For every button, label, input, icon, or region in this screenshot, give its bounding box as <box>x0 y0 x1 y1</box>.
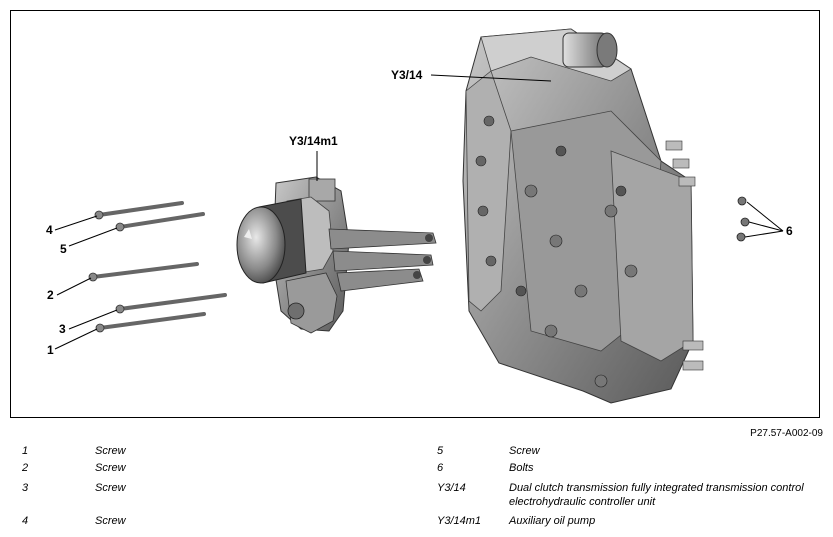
callout-1: 1 <box>47 343 54 357</box>
callout-y3-14m1: Y3/14m1 <box>289 134 338 148</box>
legend-desc: Screw <box>95 482 126 494</box>
screw-1 <box>95 312 206 333</box>
legend-desc: Screw <box>509 445 540 457</box>
bolts-6 <box>736 196 750 242</box>
controller-unit-drawing <box>462 28 704 404</box>
legend-key: Y3/14m1 <box>437 515 482 527</box>
legend-key: 6 <box>437 462 444 474</box>
leader-lines <box>54 74 784 350</box>
legend-desc: Screw <box>95 462 126 474</box>
legend-key: 2 <box>22 462 29 474</box>
legend-desc: Screw <box>95 445 126 457</box>
legend-key: 4 <box>22 515 29 527</box>
callout-3: 3 <box>59 322 66 336</box>
callout-2: 2 <box>47 288 54 302</box>
screw-4 <box>94 201 184 220</box>
legend-key: Y3/14 <box>437 482 466 494</box>
legend-key: 1 <box>22 445 29 457</box>
screw-5 <box>115 212 205 232</box>
callout-y3-14: Y3/14 <box>391 68 423 82</box>
screw-2 <box>88 262 199 282</box>
exploded-view-figure: 4 5 2 3 1 Y3/14m1 Y3/14 6 <box>10 10 820 418</box>
auxiliary-oil-pump-drawing <box>236 176 437 334</box>
legend-key: 3 <box>22 482 29 494</box>
legend-key: 5 <box>437 445 444 457</box>
legend-desc: Auxiliary oil pump <box>509 515 596 527</box>
legend-desc: Dual clutch transmission fully integrate… <box>509 482 804 508</box>
figure-reference-code: P27.57-A002-09 <box>750 428 823 439</box>
callout-4: 4 <box>46 223 53 237</box>
screw-3 <box>115 293 227 314</box>
callout-5: 5 <box>60 242 67 256</box>
legend-desc: Screw <box>95 515 126 527</box>
callout-6: 6 <box>786 224 793 238</box>
exploded-view-drawing <box>54 28 784 404</box>
legend-desc: Bolts <box>509 462 534 474</box>
